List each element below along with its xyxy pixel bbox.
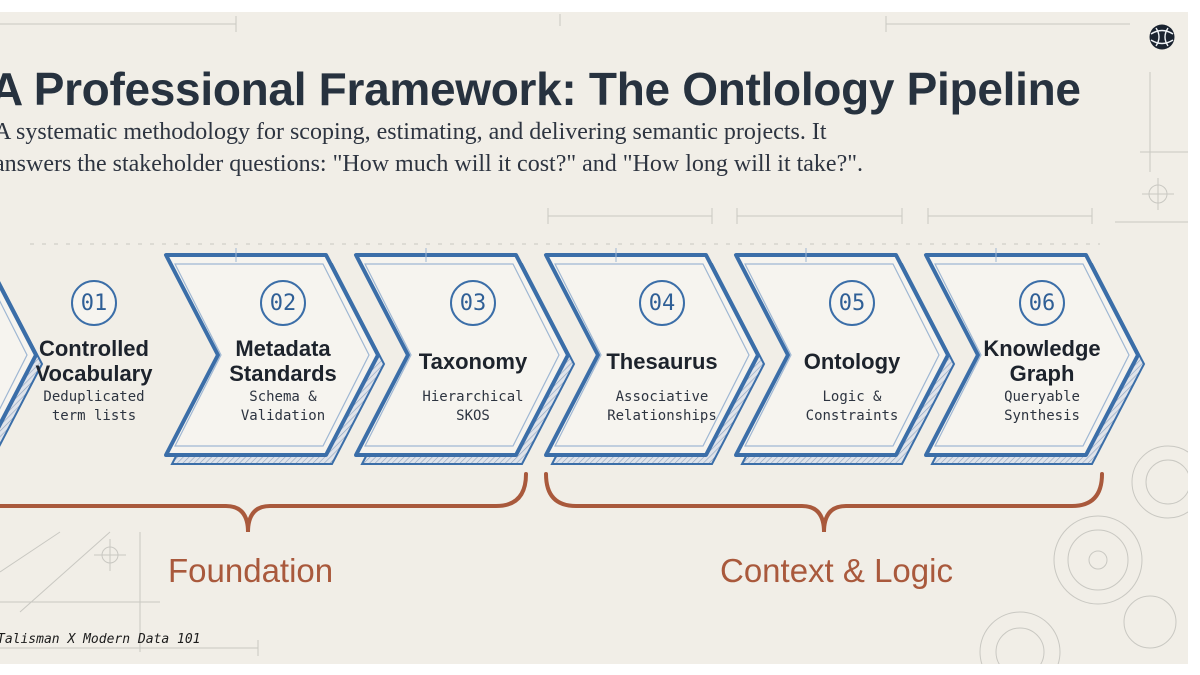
slide-canvas: A Professional Framework: The Ontlology …	[0, 12, 1188, 664]
step-desc-line-1: Queryable	[1004, 389, 1080, 405]
step-number-badge: 01	[71, 280, 117, 326]
step-title-line-2: Graph	[1009, 361, 1075, 386]
chevron-body	[924, 253, 1140, 457]
chevron-body	[164, 253, 380, 457]
step-description: Logic & Constraints	[806, 388, 899, 426]
step-title-line-1: Metadata	[235, 336, 331, 361]
step-desc-line-2: SKOS	[456, 408, 490, 424]
step-desc-line-1: Associative	[615, 389, 709, 405]
step-title: Taxonomy	[419, 334, 527, 388]
chevron-inner-line	[744, 263, 940, 447]
subtitle-line-2: answers the stakeholder questions: "How …	[0, 151, 864, 177]
chevron-shape	[734, 248, 956, 465]
step-number-badge: 05	[829, 280, 875, 326]
step-title-line-1: Ontology	[803, 348, 901, 374]
chevron-inner-line	[934, 263, 1130, 447]
chevron-body	[544, 253, 760, 457]
step-number-badge: 02	[260, 280, 306, 326]
step-desc-line-2: term lists	[51, 408, 137, 424]
blueprint-background	[0, 14, 1188, 664]
page-title: A Professional Framework: The Ontlology …	[0, 63, 1081, 115]
chevron-shape	[924, 248, 1146, 465]
chevron-shape	[0, 281, 44, 447]
page-subtitle: A systematic methodology for scoping, es…	[0, 116, 1014, 180]
step-number-badge: 03	[450, 280, 496, 326]
chevron-inner-line	[364, 263, 560, 447]
step-desc-line-1: Deduplicated	[43, 389, 145, 405]
chevron-body	[354, 253, 570, 457]
globe-logo-icon	[1149, 24, 1175, 50]
step-title: Thesaurus	[606, 334, 717, 388]
step-number-badge: 04	[639, 280, 685, 326]
step-desc-line-1: Hierarchical	[422, 389, 524, 405]
phase-foundation-label: Foundation	[168, 552, 334, 589]
chevron-shape	[354, 248, 576, 465]
step-title-line-1: Knowledge	[983, 336, 1101, 361]
step-desc-line-2: Synthesis	[1004, 408, 1080, 424]
step-title-line-2: Vocabulary	[35, 361, 153, 386]
chevron-body	[734, 253, 950, 457]
bracket-context-logic	[544, 472, 1104, 533]
step-desc-line-1: Schema &	[249, 389, 317, 405]
chevron-inner-line	[554, 263, 750, 447]
chevron-shape	[544, 248, 766, 465]
step-title-line-1: Thesaurus	[606, 348, 718, 374]
step-title-line-1: Controlled	[38, 336, 149, 361]
step-desc-line-2: Relationships	[607, 408, 717, 424]
step-title: Ontology	[804, 334, 901, 388]
chevron-shape	[164, 248, 386, 465]
phase-context-logic-label: Context & Logic	[720, 552, 953, 589]
step-number-badge: 06	[1019, 280, 1065, 326]
step-desc-line-2: Validation	[240, 408, 326, 424]
subtitle-line-1: A systematic methodology for scoping, es…	[0, 119, 827, 145]
step-title-line-1: Taxonomy	[418, 348, 528, 374]
step-description: Schema & Validation	[241, 388, 325, 426]
step-desc-line-2: Constraints	[805, 408, 899, 424]
pipeline-chevrons	[0, 248, 1146, 533]
bracket-foundation	[0, 472, 528, 533]
credit-text: Talisman X Modern Data 101	[0, 632, 201, 647]
step-description: Deduplicated term lists	[43, 388, 144, 426]
step-desc-line-1: Logic &	[822, 389, 882, 405]
step-title-line-2: Standards	[229, 361, 337, 386]
chevron-inner-line	[174, 263, 370, 447]
